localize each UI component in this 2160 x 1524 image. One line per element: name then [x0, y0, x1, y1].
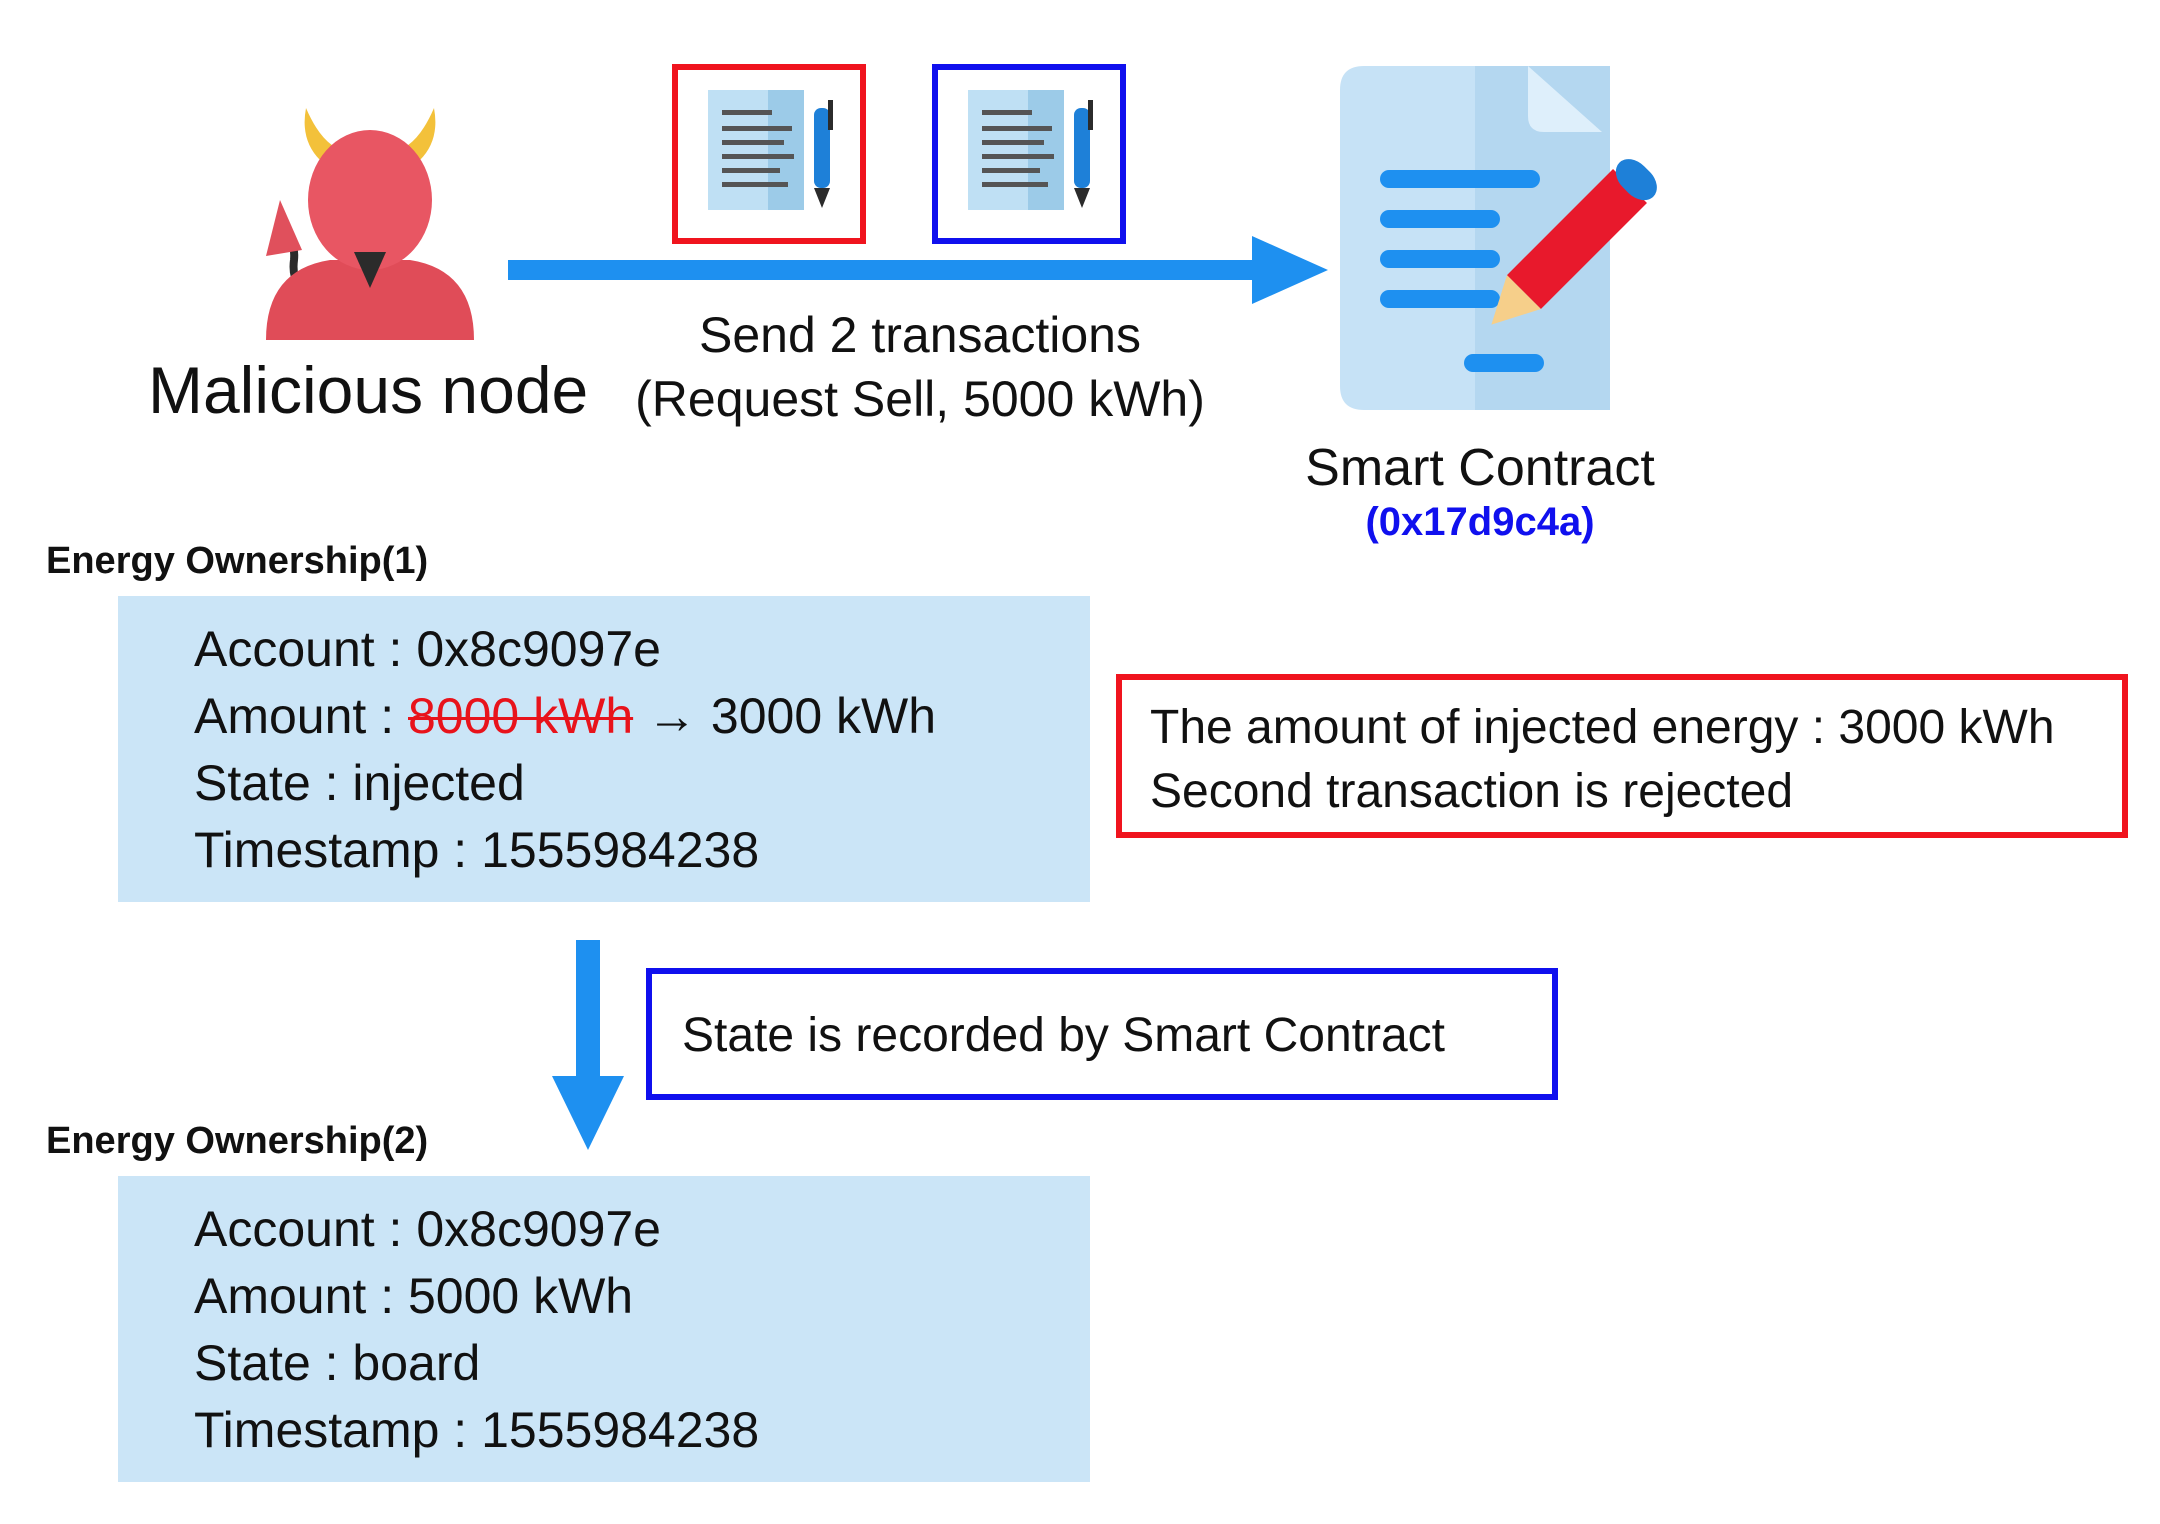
- document-pen-icon: [968, 90, 1093, 210]
- rejection-note-line-2: Second transaction is rejected: [1150, 765, 1794, 818]
- ownership-2-account: Account : 0x8c9097e: [194, 1201, 661, 1257]
- transaction-card-1: [672, 64, 866, 244]
- amount-old-struck: 8000 kWh: [408, 688, 634, 744]
- state-recorded-note: State is recorded by Smart Contract: [646, 968, 1558, 1100]
- smart-contract-label: Smart Contract: [1305, 439, 1655, 497]
- rejection-note-line-1: The amount of injected energy : 3000 kWh: [1150, 701, 2055, 754]
- amount-prefix: Amount :: [194, 688, 408, 744]
- devil-icon: [266, 108, 474, 340]
- document-pen-icon: [708, 90, 833, 210]
- rejection-note: The amount of injected energy : 3000 kWh…: [1116, 674, 2128, 838]
- ownership-1-state: State : injected: [194, 755, 525, 811]
- smart-contract-icon: [1340, 66, 1657, 410]
- down-arrow: [552, 940, 624, 1150]
- transactions-label: Send 2 transactions: [699, 307, 1141, 363]
- ownership-1-box: Account : 0x8c9097e Amount : 8000 kWh → …: [118, 596, 1090, 902]
- ownership-2-title: Energy Ownership(2): [46, 1120, 429, 1162]
- state-recorded-text: State is recorded by Smart Contract: [682, 1009, 1445, 1062]
- ownership-1-title: Energy Ownership(1): [46, 540, 429, 582]
- ownership-2-box: Account : 0x8c9097e Amount : 5000 kWh St…: [118, 1176, 1090, 1482]
- ownership-2-timestamp: Timestamp : 1555984238: [194, 1402, 760, 1458]
- amount-new: → 3000 kWh: [633, 688, 937, 744]
- smart-contract-address: (0x17d9c4a): [1365, 500, 1595, 544]
- ownership-2-state: State : board: [194, 1335, 481, 1391]
- transactions-detail: (Request Sell, 5000 kWh): [635, 371, 1205, 427]
- ownership-1-timestamp: Timestamp : 1555984238: [194, 822, 760, 878]
- transaction-card-2: [932, 64, 1126, 244]
- send-arrow: [508, 236, 1328, 304]
- ownership-1-amount: Amount : 8000 kWh → 3000 kWh: [194, 687, 936, 745]
- malicious-node-label: Malicious node: [148, 353, 589, 427]
- ownership-1-account: Account : 0x8c9097e: [194, 621, 661, 677]
- ownership-2-amount: Amount : 5000 kWh: [194, 1268, 634, 1324]
